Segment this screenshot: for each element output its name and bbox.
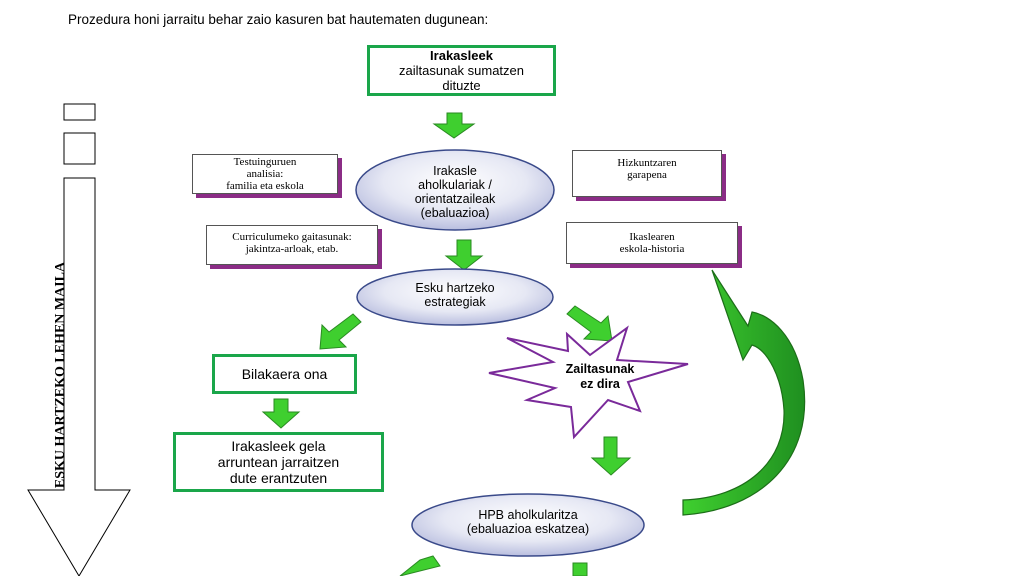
- green-arrows: [261, 112, 632, 576]
- gela-line2: arruntean jarraitzen: [217, 454, 340, 470]
- gela-line3: dute erantzuten: [229, 470, 328, 486]
- arrow-bottom-right: [572, 562, 588, 576]
- estrategiak-line2: estrategiak: [424, 295, 486, 309]
- testuinguruen-line3: familia eta eskola: [226, 180, 304, 192]
- arrow-bilakaera-down: [261, 398, 301, 429]
- level-marker-small: [63, 103, 96, 121]
- aholkulariak-line3: orientatzaileak: [414, 192, 496, 206]
- hpb-line2: (ebaluazioa eskatzea): [466, 522, 590, 536]
- curriculumeko-line1: Curriculumeko gaitasunak:: [232, 231, 352, 243]
- box-curriculumeko: Curriculumeko gaitasunak: jakintza-arloa…: [206, 225, 378, 265]
- arrow-down-left: [319, 313, 362, 350]
- star-line1: Zailtasunak: [565, 362, 635, 376]
- hpb-line1: HPB aholkularitza: [478, 508, 578, 522]
- top-box-line1: Irakasleek: [430, 48, 493, 63]
- hizkuntzaren-line1: Hizkuntzaren: [617, 157, 677, 169]
- box-hizkuntzaren: Hizkuntzaren garapena: [572, 150, 722, 197]
- estrategiak-line1: Esku hartzeko: [415, 281, 495, 295]
- level-marker-medium: [63, 132, 96, 165]
- ikaslearen-line2: eskola-historia: [619, 243, 685, 255]
- box-gela-arruntean: Irakasleek gela arruntean jarraitzen dut…: [173, 432, 384, 492]
- top-box-line3: dituzte: [442, 78, 481, 93]
- box-ikaslearen: Ikaslearen eskola-historia: [566, 222, 738, 264]
- side-level-label: ESKU HARTZEKO LEHEN MAILA: [53, 261, 68, 489]
- ellipse-estrategiak-shape: [356, 268, 554, 326]
- ikaslearen-line1: Ikaslearen: [629, 231, 675, 243]
- level-down-arrow: [27, 177, 131, 576]
- ellipse-hpb-shape: [411, 493, 645, 557]
- ellipse-aholkulariak-shape: [355, 149, 555, 231]
- arrow-top-down: [432, 112, 476, 139]
- arrow-down-right: [566, 305, 613, 342]
- aholkulariak-line4: (ebaluazioa): [420, 206, 490, 220]
- hizkuntzaren-line2: garapena: [627, 169, 667, 181]
- zailtasunak-star-shape: [488, 325, 689, 440]
- ellipse-aholkulariak: Irakasle aholkulariak / orientatzaileak …: [380, 163, 530, 221]
- testuinguruen-line1: Testuinguruen: [233, 156, 297, 168]
- page-heading: Prozedura honi jarraitu behar zaio kasur…: [68, 12, 489, 27]
- ellipse-hpb: HPB aholkularitza (ebaluazioa eskatzea): [430, 505, 626, 539]
- box-testuinguruen: Testuinguruen analisia: familia eta esko…: [192, 154, 338, 194]
- ellipse-estrategiak: Esku hartzeko estrategiak: [380, 279, 530, 311]
- star-line2: ez dira: [580, 377, 620, 391]
- arrow-star-down: [590, 436, 632, 476]
- top-box-irakasleek: Irakasleek zailtasunak sumatzen dituzte: [367, 45, 556, 96]
- box-bilakaera-ona: Bilakaera ona: [212, 354, 357, 394]
- arrow-mid-down: [444, 239, 484, 271]
- zailtasunak-star-label: Zailtasunak ez dira: [545, 362, 655, 392]
- aholkulariak-line2: aholkulariak /: [418, 178, 492, 192]
- testuinguruen-line2: analisia:: [246, 168, 284, 180]
- curved-return-arrow: [682, 269, 806, 516]
- gela-line1: Irakasleek gela: [231, 438, 326, 454]
- curriculumeko-line2: jakintza-arloak, etab.: [245, 243, 339, 255]
- top-box-line2: zailtasunak sumatzen: [398, 63, 524, 78]
- arrow-bottom-left: [399, 555, 441, 576]
- aholkulariak-line1: Irakasle: [433, 164, 477, 178]
- bilakaera-label: Bilakaera ona: [241, 365, 328, 382]
